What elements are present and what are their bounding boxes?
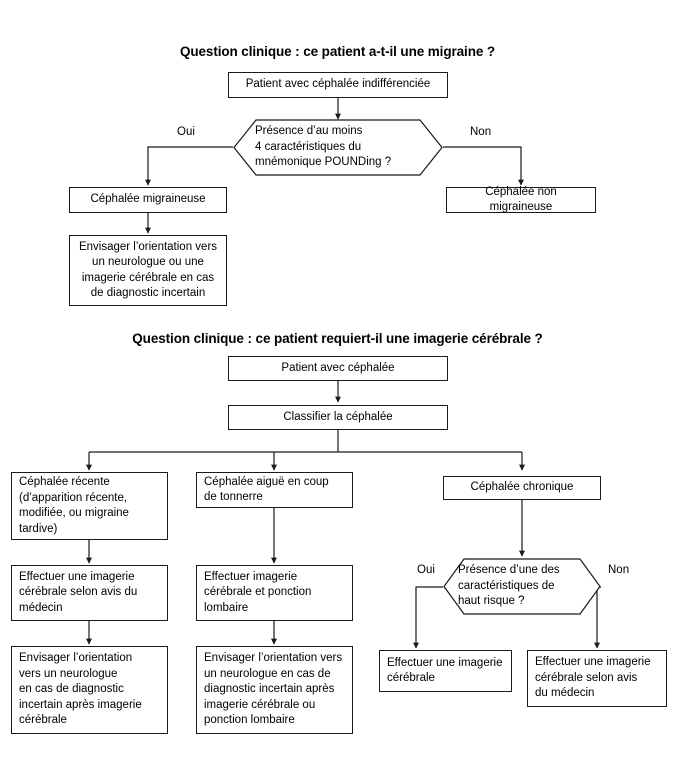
node-label: Céphalée récente (d’apparition récente, … — [19, 476, 129, 535]
node-label: Céphalée chronique — [470, 481, 574, 494]
flowchart-1-title: Question clinique : ce patient a-t-il un… — [179, 44, 496, 59]
node-label: Envisager l’orientation vers un neurolog… — [19, 652, 142, 727]
node-label: Effectuer une imagerie cérébrale — [387, 656, 503, 685]
edge-label-oui-2: Oui — [417, 564, 435, 576]
node-label: Patient avec céphalée — [281, 361, 395, 374]
edge-label-non-2: Non — [608, 564, 630, 576]
node-label: Effectuer une imagerie cérébrale selon a… — [535, 656, 651, 700]
decision-label: Présence d’au moins 4 caractéristiques d… — [255, 125, 392, 169]
node-imagerie-cerebrale-avis-medecin: Effectuer une imagerie cérébrale selon a… — [11, 565, 168, 621]
node-cephalee-non-migraineuse: Céphalée non migraineuse — [446, 185, 596, 214]
flowchart-2-title: Question clinique : ce patient requiert-… — [132, 331, 543, 346]
node-classifier-la-cephalee: Classifier la céphalée — [228, 405, 448, 430]
node-label: Effectuer une imagerie cérébrale selon a… — [19, 570, 138, 614]
node-label: Patient avec céphalée indifférenciée — [245, 78, 431, 91]
node-label: Classifier la céphalée — [283, 410, 393, 423]
node-imagerie-et-ponction-lombaire: Effectuer imagerie cérébrale et ponction… — [196, 565, 353, 621]
node-label: Envisager l’orientation vers un neurolog… — [204, 652, 343, 727]
node-imagerie-cerebrale-selon-avis: Effectuer une imagerie cérébrale selon a… — [527, 650, 667, 707]
node-label: Céphalée aiguë en coup de tonnerre — [204, 475, 329, 504]
node-cephalee-migraineuse: Céphalée migraineuse — [69, 187, 227, 213]
edge-label-non-1: Non — [470, 126, 492, 138]
node-envisager-orientation-neurologue: Envisager l’orientation vers un neurolog… — [69, 235, 227, 306]
decision-label: Présence d’une des caractéristiques de h… — [458, 564, 560, 608]
node-cephalee-chronique: Céphalée chronique — [443, 476, 601, 500]
node-label: Céphalée non migraineuse — [485, 185, 557, 214]
node-label: Céphalée migraineuse — [90, 193, 206, 206]
node-cephalee-aigue-coup-de-tonnerre: Céphalée aiguë en coup de tonnerre — [196, 472, 353, 508]
node-patient-cephalee-indifferenciee: Patient avec céphalée indifférenciée — [228, 72, 448, 98]
node-cephalee-recente: Céphalée récente (d’apparition récente, … — [11, 472, 168, 540]
node-envisager-orientation-apres-ponction: Envisager l’orientation vers un neurolog… — [196, 646, 353, 734]
decision-caracteristiques-haut-risque: Présence d’une des caractéristiques de h… — [443, 558, 601, 615]
edge-label-oui-1: Oui — [177, 126, 195, 138]
decision-pounding-criteria: Présence d’au moins 4 caractéristiques d… — [233, 119, 443, 176]
node-label: Effectuer imagerie cérébrale et ponction… — [204, 570, 312, 614]
node-label: Envisager l’orientation vers un neurolog… — [78, 240, 218, 300]
node-patient-avec-cephalee: Patient avec céphalée — [228, 356, 448, 381]
node-envisager-orientation-apres-imagerie: Envisager l’orientation vers un neurolog… — [11, 646, 168, 734]
node-effectuer-imagerie-cerebrale: Effectuer une imagerie cérébrale — [379, 650, 512, 692]
